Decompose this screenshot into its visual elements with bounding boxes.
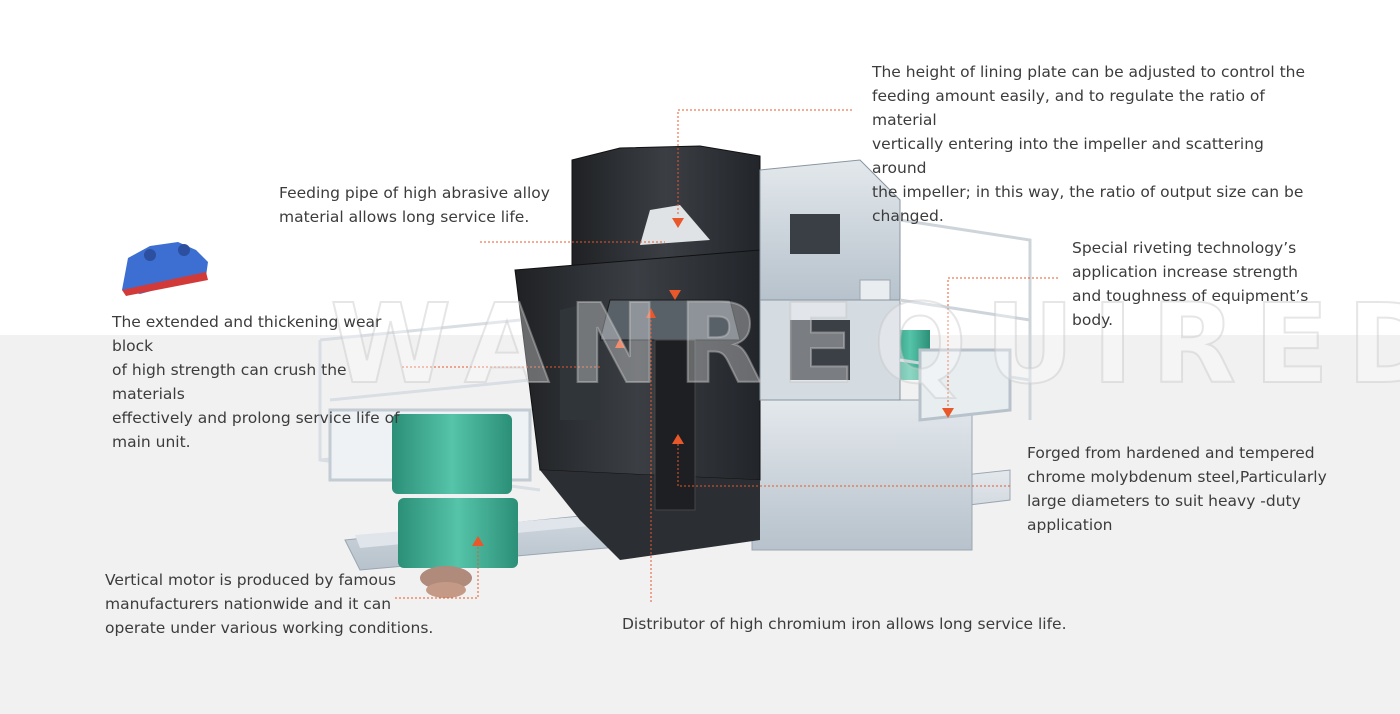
crusher-housing xyxy=(514,145,761,560)
leader-lines xyxy=(395,109,1058,602)
callout-lining-plate: The height of lining plate can be adjust… xyxy=(872,63,1306,225)
arrow-forged xyxy=(672,434,684,444)
callout-feeding-pipe: Feeding pipe of high abrasive alloy mate… xyxy=(279,184,550,226)
arrow-lining xyxy=(672,218,684,228)
callout-riveting: Special riveting technology’s applicatio… xyxy=(1072,239,1309,329)
right-housing xyxy=(759,159,901,401)
wear-block-thumbnail xyxy=(122,242,208,296)
arrow-riveting xyxy=(942,408,954,418)
arrow-wear-1 xyxy=(646,308,656,318)
vertical-motor xyxy=(392,330,930,598)
leader-line-lining xyxy=(677,109,852,215)
callout-wear-block: The extended and thickening wear block o… xyxy=(112,313,400,451)
arrow-wear-2 xyxy=(615,338,625,348)
callout-vertical-motor: Vertical motor is produced by famous man… xyxy=(105,571,434,637)
watermark-text: WANREQUIRED xyxy=(329,279,1400,409)
callout-forged-shaft: Forged from hardened and tempered chrome… xyxy=(1027,444,1327,534)
pointer-arrows xyxy=(472,218,954,546)
leader-line-forged xyxy=(677,440,1010,487)
arrow-motor xyxy=(472,536,484,546)
leader-line-riveting xyxy=(947,277,1058,410)
right-platform xyxy=(899,218,1032,422)
callout-distributor: Distributor of high chromium iron allows… xyxy=(622,615,1067,633)
arrow-distributor xyxy=(669,290,681,300)
